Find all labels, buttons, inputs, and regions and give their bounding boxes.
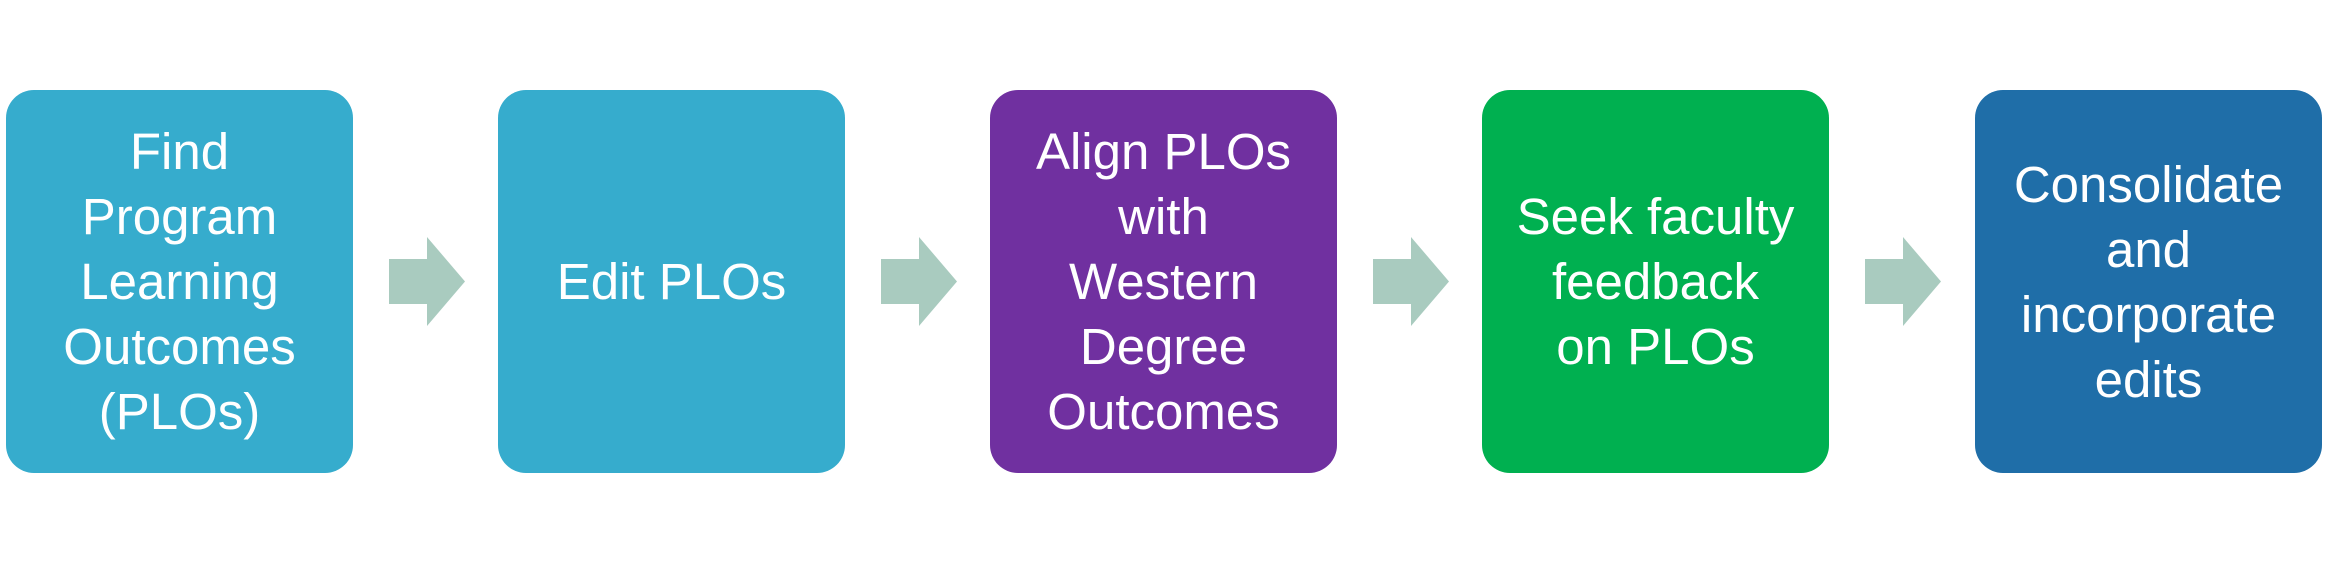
step-label: Align PLOs with Western Degree Outcomes [1035,123,1292,440]
arrow-right-icon [881,237,957,326]
step-label: Consolidate and incorporate edits [2013,155,2284,408]
step-label: Seek faculty feedback on PLOs [1516,188,1795,375]
step-label: Edit PLOs [556,253,787,310]
step-seek-feedback: Seek faculty feedback on PLOs [1482,90,1829,473]
step-find-plos: Find Program Learning Outcomes (PLOs) [6,90,353,473]
arrow-right-icon [1865,237,1941,326]
step-consolidate-edits: Consolidate and incorporate edits [1975,90,2322,473]
step-edit-plos: Edit PLOs [498,90,845,473]
arrow-right-icon [389,237,465,326]
arrow-right-icon [1373,237,1449,326]
step-label: Find Program Learning Outcomes (PLOs) [63,123,296,440]
step-align-plos: Align PLOs with Western Degree Outcomes [990,90,1337,473]
